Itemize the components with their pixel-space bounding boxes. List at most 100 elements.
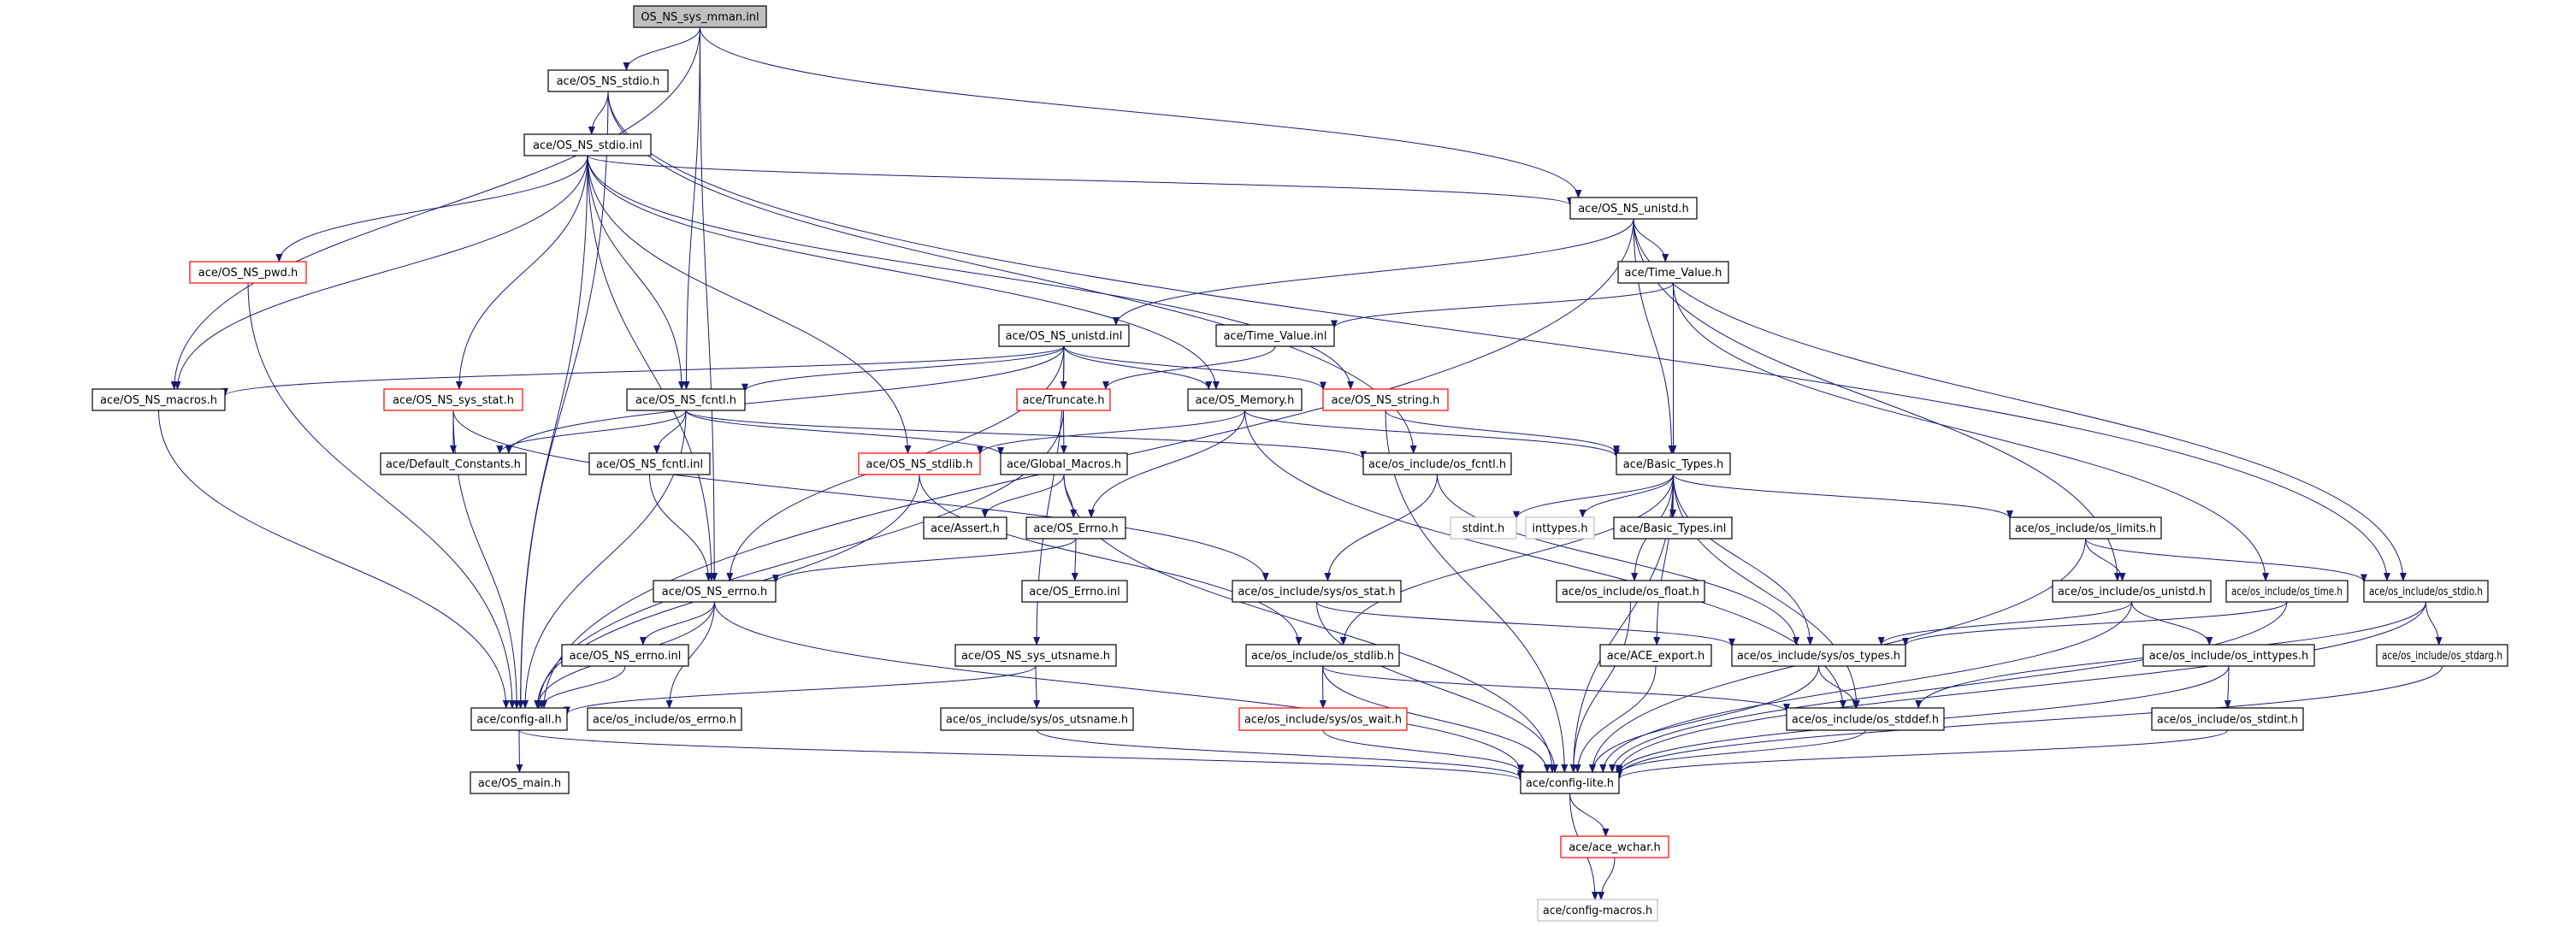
node-stdint-h[interactable]: stdint.h (1450, 516, 1517, 540)
node-os-main-h[interactable]: ace/OS_main.h (470, 771, 570, 794)
node-box[interactable] (2376, 644, 2508, 667)
node-box[interactable] (1187, 388, 1303, 411)
node-basic-types-inl[interactable]: ace/Basic_Types.inl (1613, 516, 1733, 540)
node-basic-types-h[interactable]: ace/Basic_Types.h (1616, 452, 1731, 475)
node-box[interactable] (1569, 197, 1698, 220)
node-time-value-h[interactable]: ace/Time_Value.h (1617, 261, 1729, 284)
node-os-inttypes-h[interactable]: ace/os_include/os_inttypes.h (2142, 644, 2315, 667)
node-os-errno-inc-h[interactable]: ace/os_include/os_errno.h (587, 707, 742, 731)
node-box[interactable] (1520, 771, 1620, 794)
node-box[interactable] (1362, 452, 1512, 475)
node-box[interactable] (189, 261, 307, 284)
node-box[interactable] (587, 707, 742, 731)
node-box[interactable] (1245, 644, 1400, 667)
node-os-ns-fcntl-h[interactable]: ace/OS_NS_fcntl.h (626, 388, 746, 411)
node-box[interactable] (1016, 388, 1111, 411)
node-truncate-h[interactable]: ace/Truncate.h (1016, 388, 1111, 411)
node-box[interactable] (1560, 835, 1669, 858)
node-os-ns-sys-stat-h[interactable]: ace/OS_NS_sys_stat.h (383, 388, 523, 411)
node-box[interactable] (1450, 516, 1517, 540)
node-box[interactable] (923, 516, 1007, 540)
node-box[interactable] (1021, 580, 1128, 603)
node-box[interactable] (998, 324, 1130, 347)
node-box[interactable] (1525, 516, 1595, 540)
node-ace-export-h[interactable]: ace/ACE_export.h (1599, 644, 1712, 667)
node-box[interactable] (2009, 516, 2162, 540)
node-box[interactable] (653, 580, 777, 603)
node-config-all-h[interactable]: ace/config-all.h (470, 707, 568, 731)
node-box[interactable] (1599, 644, 1712, 667)
node-os-fcntl-h[interactable]: ace/os_include/os_fcntl.h (1362, 452, 1512, 475)
node-box[interactable] (1613, 516, 1733, 540)
node-box[interactable] (588, 452, 711, 475)
node-os-stdio-h[interactable]: ace/os_include/os_stdio.h (2363, 580, 2489, 603)
node-box[interactable] (1322, 388, 1449, 411)
node-box[interactable] (1617, 261, 1729, 284)
node-ace-wchar-h[interactable]: ace/ace_wchar.h (1560, 835, 1669, 858)
node-time-value-inl[interactable]: ace/Time_Value.inl (1215, 324, 1335, 347)
node-os-stdlib-h[interactable]: ace/os_include/os_stdlib.h (1245, 644, 1400, 667)
node-os-ns-pwd-h[interactable]: ace/OS_NS_pwd.h (189, 261, 307, 284)
node-root[interactable]: OS_NS_sys_mman.inl (633, 5, 767, 28)
node-os-errno-h[interactable]: ace/OS_Errno.h (1025, 516, 1126, 540)
node-os-stdarg-h[interactable]: ace/os_include/os_stdarg.h (2376, 644, 2508, 667)
node-os-memory-h[interactable]: ace/OS_Memory.h (1187, 388, 1303, 411)
node-os-ns-string-h[interactable]: ace/OS_NS_string.h (1322, 388, 1449, 411)
node-inttypes-h[interactable]: inttypes.h (1525, 516, 1595, 540)
node-box[interactable] (2225, 580, 2349, 603)
node-os-time-h[interactable]: ace/os_include/os_time.h (2225, 580, 2349, 603)
node-box[interactable] (2142, 644, 2315, 667)
node-os-ns-stdio-inl[interactable]: ace/OS_NS_stdio.inl (523, 133, 652, 156)
node-box[interactable] (470, 707, 568, 731)
node-os-ns-macros-h[interactable]: ace/OS_NS_macros.h (92, 388, 226, 411)
node-box[interactable] (92, 388, 226, 411)
node-box[interactable] (523, 133, 652, 156)
node-box[interactable] (2151, 707, 2304, 731)
node-box[interactable] (1786, 707, 1945, 731)
node-sys-os-types-h[interactable]: ace/os_include/sys/os_types.h (1731, 644, 1906, 667)
node-box[interactable] (1025, 516, 1126, 540)
node-box[interactable] (940, 707, 1134, 731)
node-os-ns-stdlib-h[interactable]: ace/OS_NS_stdlib.h (858, 452, 981, 475)
node-box[interactable] (1232, 580, 1402, 603)
node-box[interactable] (470, 771, 570, 794)
node-os-stdint-h[interactable]: ace/os_include/os_stdint.h (2151, 707, 2304, 731)
node-os-errno-inl[interactable]: ace/OS_Errno.inl (1021, 580, 1128, 603)
node-box[interactable] (1731, 644, 1906, 667)
node-box[interactable] (633, 5, 767, 28)
node-sys-os-stat-h[interactable]: ace/os_include/sys/os_stat.h (1232, 580, 1402, 603)
node-box[interactable] (1215, 324, 1335, 347)
node-os-ns-unistd-h[interactable]: ace/OS_NS_unistd.h (1569, 197, 1698, 220)
node-box[interactable] (547, 69, 669, 92)
node-sys-os-wait-h[interactable]: ace/os_include/sys/os_wait.h (1238, 707, 1408, 731)
node-os-ns-fcntl-inl[interactable]: ace/OS_NS_fcntl.inl (588, 452, 711, 475)
node-os-float-h[interactable]: ace/os_include/os_float.h (1556, 580, 1705, 603)
node-default-constants-h[interactable]: ace/Default_Constants.h (380, 452, 527, 475)
node-assert-h[interactable]: ace/Assert.h (923, 516, 1007, 540)
node-box[interactable] (561, 644, 689, 667)
node-box[interactable] (1537, 899, 1658, 922)
node-box[interactable] (2363, 580, 2489, 603)
node-config-macros-h[interactable]: ace/config-macros.h (1537, 899, 1658, 922)
node-box[interactable] (2052, 580, 2212, 603)
node-sys-os-utsname-h[interactable]: ace/os_include/sys/os_utsname.h (940, 707, 1134, 731)
node-box[interactable] (626, 388, 746, 411)
node-box[interactable] (1616, 452, 1731, 475)
node-os-stddef-h[interactable]: ace/os_include/os_stddef.h (1786, 707, 1945, 731)
node-box[interactable] (380, 452, 527, 475)
node-os-ns-unistd-inl[interactable]: ace/OS_NS_unistd.inl (998, 324, 1130, 347)
node-os-unistd-h[interactable]: ace/os_include/os_unistd.h (2052, 580, 2212, 603)
node-box[interactable] (954, 644, 1117, 667)
node-os-ns-sys-utsname-h[interactable]: ace/OS_NS_sys_utsname.h (954, 644, 1117, 667)
node-config-lite-h[interactable]: ace/config-lite.h (1520, 771, 1620, 794)
node-box[interactable] (1000, 452, 1128, 475)
node-os-ns-errno-h[interactable]: ace/OS_NS_errno.h (653, 580, 777, 603)
node-box[interactable] (1238, 707, 1408, 731)
node-os-ns-stdio-h[interactable]: ace/OS_NS_stdio.h (547, 69, 669, 92)
node-os-ns-errno-inl[interactable]: ace/OS_NS_errno.inl (561, 644, 689, 667)
node-global-macros-h[interactable]: ace/Global_Macros.h (1000, 452, 1128, 475)
node-box[interactable] (1556, 580, 1705, 603)
node-os-limits-h[interactable]: ace/os_include/os_limits.h (2009, 516, 2162, 540)
node-box[interactable] (383, 388, 523, 411)
node-box[interactable] (858, 452, 981, 475)
